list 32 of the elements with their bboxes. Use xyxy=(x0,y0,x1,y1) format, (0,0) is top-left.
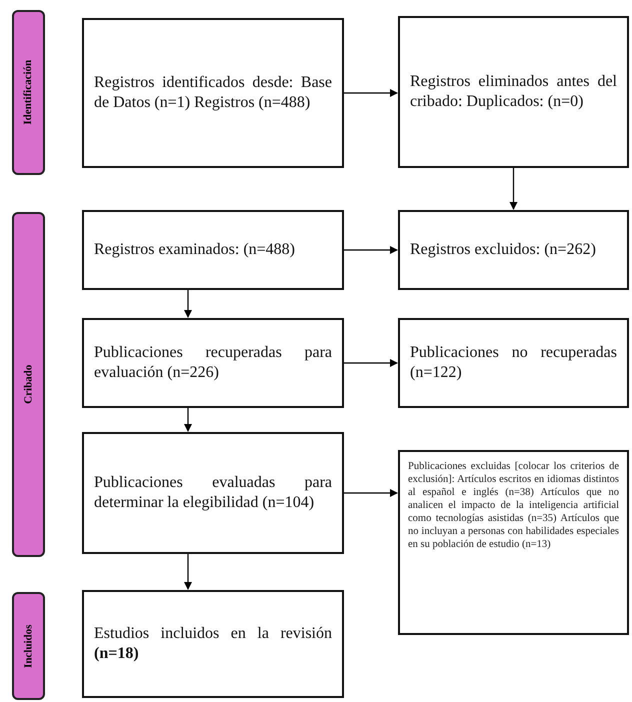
box-text: Registros eliminados antes del cribado: Duplicados: (n=0) xyxy=(410,72,617,112)
stage-band xyxy=(12,10,45,175)
stage-label: Identificación xyxy=(21,60,36,125)
arrow xyxy=(344,246,398,254)
box-text: Estudios incluidos en la revisión (n=18) xyxy=(94,624,332,664)
arrow xyxy=(344,89,398,97)
process-box xyxy=(82,210,344,290)
process-box xyxy=(82,432,344,554)
box-text: Registros identificados desde: Base de Datos (n=1) Registros (n=488) xyxy=(94,73,332,113)
arrow xyxy=(344,359,398,367)
stage-label: Cribado xyxy=(21,364,36,404)
box-text: Registros examinados: (n=488) xyxy=(94,240,296,260)
arrow xyxy=(184,290,192,318)
box-text: Publicaciones excluidas [colocar los criterios de exclusión]: Artículos escritos en idiomas distintos al español e inglés (n=38) Artículos que no analicen el impacto de la inteligencia artificial como tecnologías asistidas (n=35) Artículos que no incluyan a personas con habilidades especiales en su población de estudio (n=13) xyxy=(408,460,619,551)
process-box xyxy=(82,590,344,698)
arrow xyxy=(344,489,398,497)
arrow xyxy=(184,408,192,432)
box-text: Publicaciones evaluadas para determinar la elegibilidad (n=104) xyxy=(94,473,332,513)
arrow xyxy=(184,554,192,590)
stage-band xyxy=(12,212,45,557)
box-text: Publicaciones recuperadas para evaluación (n=226) xyxy=(94,343,332,383)
process-box xyxy=(398,210,629,290)
process-box xyxy=(82,18,344,168)
process-box xyxy=(398,318,629,408)
box-text: Publicaciones no recuperadas (n=122) xyxy=(410,343,617,383)
stage-label: Incluidos xyxy=(21,624,36,668)
arrow xyxy=(510,168,518,210)
process-box xyxy=(82,318,344,408)
stage-band xyxy=(12,592,45,700)
box-text: Registros excluidos: (n=262) xyxy=(410,240,597,260)
process-box xyxy=(398,16,629,168)
process-box xyxy=(398,450,629,635)
